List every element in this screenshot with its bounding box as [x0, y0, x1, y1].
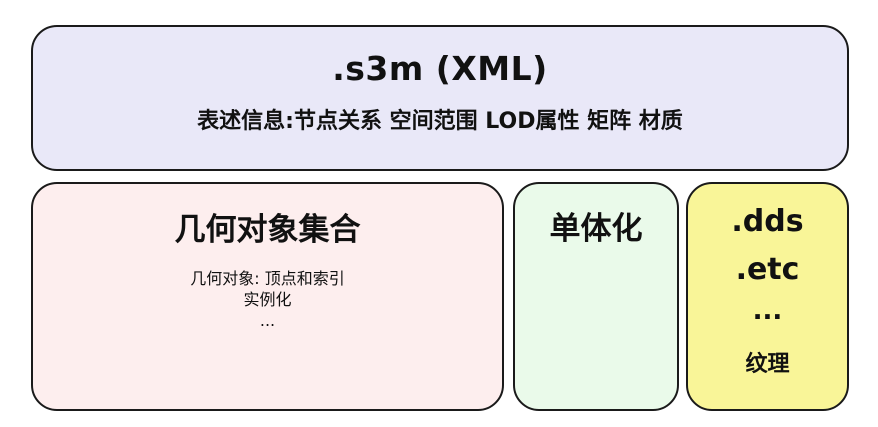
s3m-title: .s3m (XML): [332, 49, 548, 88]
geometry-collection-box: 几何对象集合 几何对象: 顶点和索引 实例化 ...: [31, 182, 504, 411]
texture-label: 纹理: [745, 352, 790, 377]
geometry-item-ellipsis: ...: [259, 311, 276, 330]
geometry-item-list: 几何对象: 顶点和索引 实例化 ...: [33, 268, 502, 331]
s3m-description: 表述信息:节点关系 空间范围 LOD属性 矩阵 材质: [197, 109, 683, 134]
geometry-collection-title: 几何对象集合: [174, 212, 361, 248]
geometry-item-instancing: 实例化: [243, 290, 292, 309]
instance-title: 单体化: [549, 211, 643, 247]
texture-format-dds: .dds: [731, 204, 804, 239]
texture-format-ellipsis: ...: [752, 296, 783, 326]
texture-format-etc: .etc: [735, 252, 800, 287]
geometry-item-vertices: 几何对象: 顶点和索引: [190, 269, 345, 288]
instance-box: 单体化: [513, 182, 679, 411]
s3m-xml-box: .s3m (XML) 表述信息:节点关系 空间范围 LOD属性 矩阵 材质: [31, 25, 849, 171]
texture-box: .dds .etc ... 纹理: [686, 182, 849, 411]
